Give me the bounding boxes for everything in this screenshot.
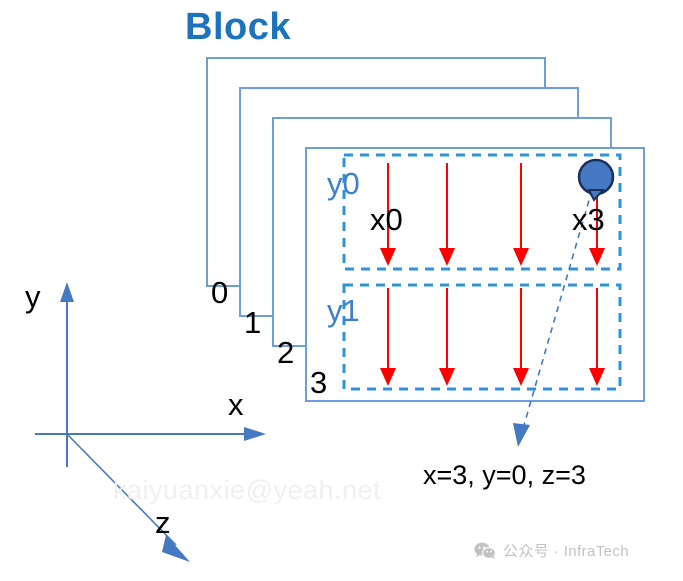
thread-arrow-y1-x3 bbox=[589, 288, 605, 386]
thread-arrow-y1-x1 bbox=[439, 288, 455, 386]
z-axis-arrowhead bbox=[162, 535, 190, 562]
x-axis-arrowhead bbox=[244, 427, 266, 441]
thread-col-label-x3: x3 bbox=[572, 202, 605, 237]
thread-arrows-y1 bbox=[380, 288, 605, 386]
thread-arrows-y0 bbox=[380, 163, 605, 266]
thread-col-label-x0: x0 bbox=[370, 202, 403, 237]
thread-arrow-y0-x1 bbox=[439, 163, 455, 266]
z-axis-line bbox=[66, 433, 177, 546]
thread-arrow-y1-x2 bbox=[513, 288, 529, 386]
callout-text: x=3, y=0, z=3 bbox=[423, 460, 586, 490]
brand-label: 公众号 · InfraTech bbox=[503, 543, 630, 560]
block-layer-stack bbox=[206, 57, 645, 402]
page-title: Block bbox=[185, 6, 291, 48]
thread-arrow-y1-x0 bbox=[380, 288, 396, 386]
wechat-icon bbox=[474, 542, 496, 559]
z-axis-label: z bbox=[155, 505, 171, 540]
block-layer-label-2: 2 bbox=[277, 335, 295, 370]
callout-leader bbox=[513, 189, 593, 447]
thread-arrow-y0-x2 bbox=[513, 163, 529, 266]
thread-row-label-y1: y1 bbox=[327, 293, 360, 328]
y-axis-label: y bbox=[25, 279, 41, 314]
thread-row-y0-box[interactable] bbox=[342, 153, 622, 271]
thread-arrow-y0-x0 bbox=[380, 163, 396, 266]
coordinate-axes bbox=[35, 282, 266, 562]
x-axis-label: x bbox=[228, 387, 244, 422]
brand-footer: 公众号 · InfraTech bbox=[474, 540, 629, 561]
thread-row-boxes bbox=[342, 153, 622, 391]
block-layer-label-1: 1 bbox=[244, 305, 262, 340]
block-layer-label-3: 3 bbox=[310, 365, 328, 400]
thread-row-y1-box[interactable] bbox=[342, 283, 622, 391]
watermark-text: kaiyuanxie@yeah.net bbox=[113, 475, 382, 505]
y-axis-arrowhead bbox=[60, 282, 74, 302]
block-layer-label-0: 0 bbox=[211, 275, 229, 310]
thread-row-label-y0: y0 bbox=[327, 166, 360, 201]
thread-marker[interactable] bbox=[577, 158, 615, 202]
